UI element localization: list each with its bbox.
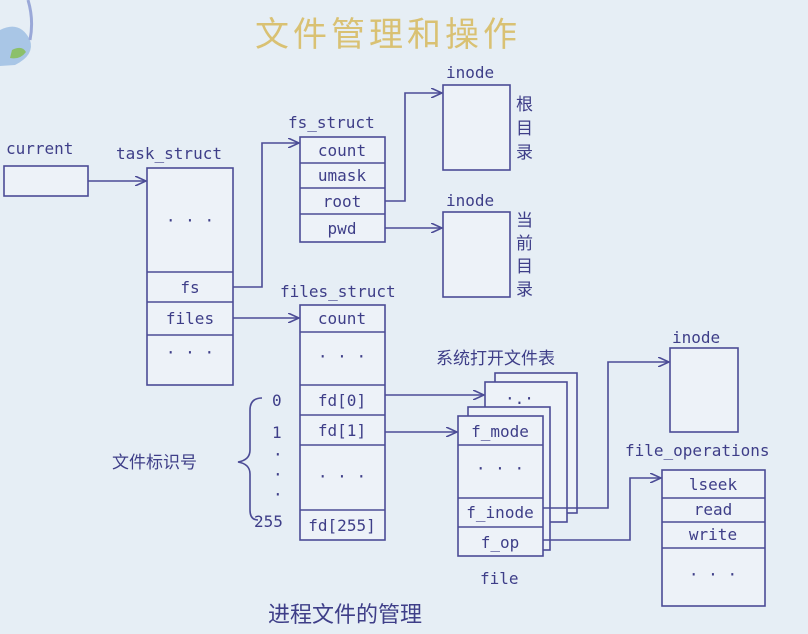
open-file-table-label: 系统打开文件表 xyxy=(436,349,555,369)
svg-text:1: 1 xyxy=(272,423,282,442)
task-row: · · · xyxy=(166,343,214,362)
inode-pwd-note: 目 xyxy=(516,257,533,277)
svg-text:·: · xyxy=(273,445,283,464)
fops-row-lseek: lseek xyxy=(689,475,738,494)
current-label: current xyxy=(6,139,73,158)
inode-file-box xyxy=(669,347,739,433)
fd-indices: 0 1 · · · 255 xyxy=(254,391,283,531)
svg-text:255: 255 xyxy=(254,512,283,531)
files-row: · · · xyxy=(318,347,366,366)
file-row-f-mode: f_mode xyxy=(471,422,529,441)
fs-row-pwd: pwd xyxy=(328,219,357,238)
slide-title: 文件管理和操作 xyxy=(255,15,521,55)
fops-row-read: read xyxy=(694,500,733,519)
files-row: · · · xyxy=(318,467,366,486)
mascot-logo xyxy=(0,0,34,67)
fs-row-count: count xyxy=(318,141,366,160)
current-box xyxy=(3,165,89,197)
fops-row-write: write xyxy=(689,525,737,544)
fd-label: 文件标识号 xyxy=(112,453,197,473)
arrow-f-inode xyxy=(543,362,669,509)
fs-struct-box: count umask root pwd xyxy=(299,136,386,243)
inode-pwd-note: 当 xyxy=(516,211,533,231)
fs-row-umask: umask xyxy=(318,166,367,185)
svg-text:·: · xyxy=(273,485,283,504)
svg-text:0: 0 xyxy=(272,391,282,410)
files-struct-box: count · · · fd[0] fd[1] · · · fd[255] xyxy=(299,304,386,541)
fops-row: · · · xyxy=(689,565,737,584)
files-row-fd255: fd[255] xyxy=(308,516,375,535)
files-row-fd1: fd[1] xyxy=(318,421,366,440)
inode-pwd-box xyxy=(442,211,511,298)
inode-pwd-note: 前 xyxy=(516,234,533,254)
file-label: file xyxy=(480,569,519,588)
diagram-caption: 进程文件的管理 xyxy=(268,603,422,628)
task-row: · · · xyxy=(166,211,214,230)
files-struct-label: files_struct xyxy=(280,282,396,301)
file-operations-label: file_operations xyxy=(625,441,770,460)
fs-struct-label: fs_struct xyxy=(288,113,375,132)
inode-root-note: 根 xyxy=(516,95,533,115)
file-operations-box: lseek read write · · · xyxy=(661,469,766,607)
arrow-f-op xyxy=(543,478,661,541)
task-row-fs: fs xyxy=(180,278,199,297)
inode-root-note: 录 xyxy=(516,143,533,163)
svg-text:·: · xyxy=(273,465,283,484)
file-row-f-inode: f_inode xyxy=(466,503,533,522)
task-struct-box: · · · fs files · · · xyxy=(146,167,234,386)
task-struct-label: task_struct xyxy=(116,144,222,163)
brace xyxy=(237,397,263,521)
file-row-f-op: f_op xyxy=(481,533,520,552)
arrow-root xyxy=(385,93,442,202)
inode-root-label: inode xyxy=(446,63,494,82)
arrow-fs xyxy=(233,143,299,288)
inode-root-note: 目 xyxy=(516,119,533,139)
fs-row-root: root xyxy=(323,192,362,211)
inode-pwd-label: inode xyxy=(446,191,494,210)
task-row-files: files xyxy=(166,309,214,328)
inode-pwd-note: 录 xyxy=(516,280,533,300)
files-row-count: count xyxy=(318,309,366,328)
file-row: · · · xyxy=(476,459,524,478)
inode-root-box xyxy=(442,84,511,171)
svg-text:·.·: ·.· xyxy=(505,389,534,408)
inode-file-label: inode xyxy=(672,328,720,347)
file-stack: ·.· f_mode · · · f_inode f_op xyxy=(457,372,578,557)
files-row-fd0: fd[0] xyxy=(318,391,366,410)
